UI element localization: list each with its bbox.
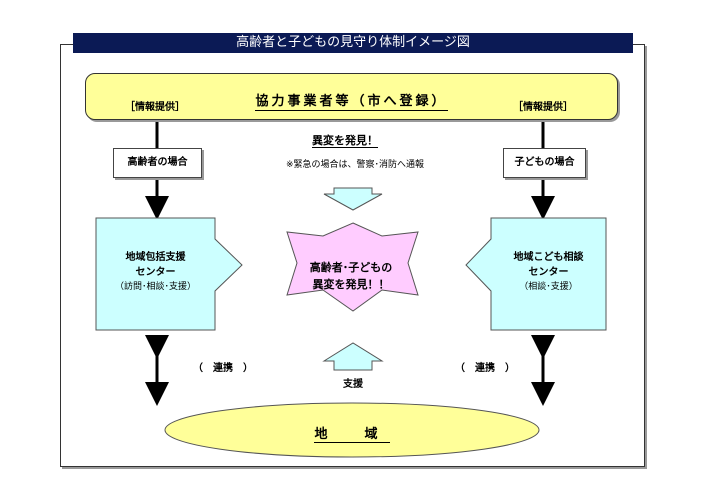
diagram-title: 高齢者と子どもの見守り体制イメージ図 <box>73 33 633 53</box>
case-box-children: 子どもの場合 <box>503 148 586 178</box>
up-block-arrow <box>322 342 384 371</box>
center-heading: 異変を発見！ <box>312 134 378 148</box>
alert-star <box>286 222 419 312</box>
left-center-label: 地域包括支援 センター （訪問･相談･支援） <box>96 250 215 295</box>
support-label: 支援 <box>343 379 363 390</box>
star-line1: 高齢者･子どもの <box>309 261 393 274</box>
star-label: 高齢者･子どもの 異変を発見！！ <box>285 259 417 293</box>
region-label: 地 域 <box>314 427 390 443</box>
left-center-shape <box>95 217 243 331</box>
left-center-sub: （訪問･相談･支援） <box>114 282 196 292</box>
right-center-label: 地域こども相談 センター （相談･支援） <box>491 250 606 295</box>
right-center-sub: （相談･支援） <box>519 282 578 292</box>
right-center-line2: センター <box>528 267 569 278</box>
star-line2: 異変を発見！！ <box>312 278 390 291</box>
down-block-arrow <box>323 187 383 211</box>
info-label-left: ［情報提供］ <box>125 102 185 113</box>
cooperating-businesses-banner: 協力事業者等（市へ登録） <box>85 73 618 120</box>
case-box-elderly: 高齢者の場合 <box>113 148 202 178</box>
right-center-shape <box>465 217 607 331</box>
right-center-line1: 地域こども相談 <box>513 252 584 263</box>
emergency-note: ※緊急の場合は、警察･消防へ通報 <box>285 160 425 170</box>
renkei-right: （ 連携 ） <box>455 363 515 374</box>
left-center-line2: センター <box>135 267 176 278</box>
renkei-left: （ 連携 ） <box>193 363 253 374</box>
region-ellipse <box>164 402 540 458</box>
banner-text: 協力事業者等（市へ登録） <box>255 94 448 111</box>
left-center-line1: 地域包括支援 <box>125 252 186 263</box>
info-label-right: ［情報提供］ <box>513 102 573 113</box>
